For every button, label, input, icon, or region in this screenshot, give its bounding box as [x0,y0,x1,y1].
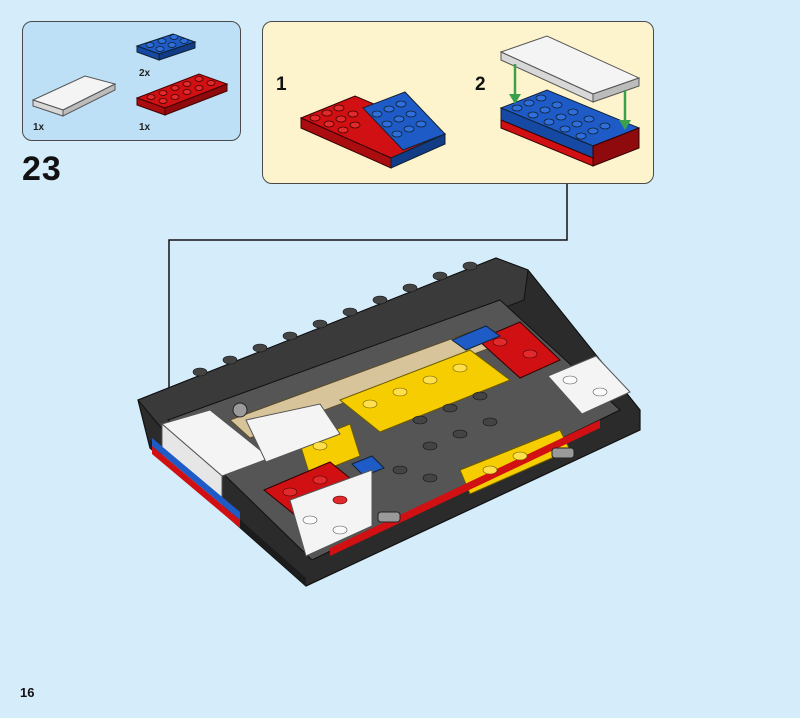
red-plate-qty: 1x [139,122,151,133]
stud-grid [192,261,498,483]
step-number: 23 [22,150,62,188]
parts-illustration [31,33,229,117]
white-tile-qty: 1x [33,122,45,133]
page-number: 16 [20,685,35,700]
sub-step-1-label: 1 [276,74,287,95]
blue-plate-part [135,33,197,61]
sub-step-2-label: 2 [475,74,486,95]
sub-assembly-illustration [299,35,641,169]
down-arrow-icon [509,64,631,130]
white-tile-part [31,75,117,117]
red-plate-part [135,73,229,116]
axle-pins [232,402,575,523]
sub-assembly-callout: 1 2 [262,21,654,184]
sub-step-1-model [299,91,447,169]
blue-plate-qty: 2x [139,68,151,79]
parts-list-callout: 1x 2x 1x [22,21,241,141]
sub-step-2-model [499,35,641,167]
